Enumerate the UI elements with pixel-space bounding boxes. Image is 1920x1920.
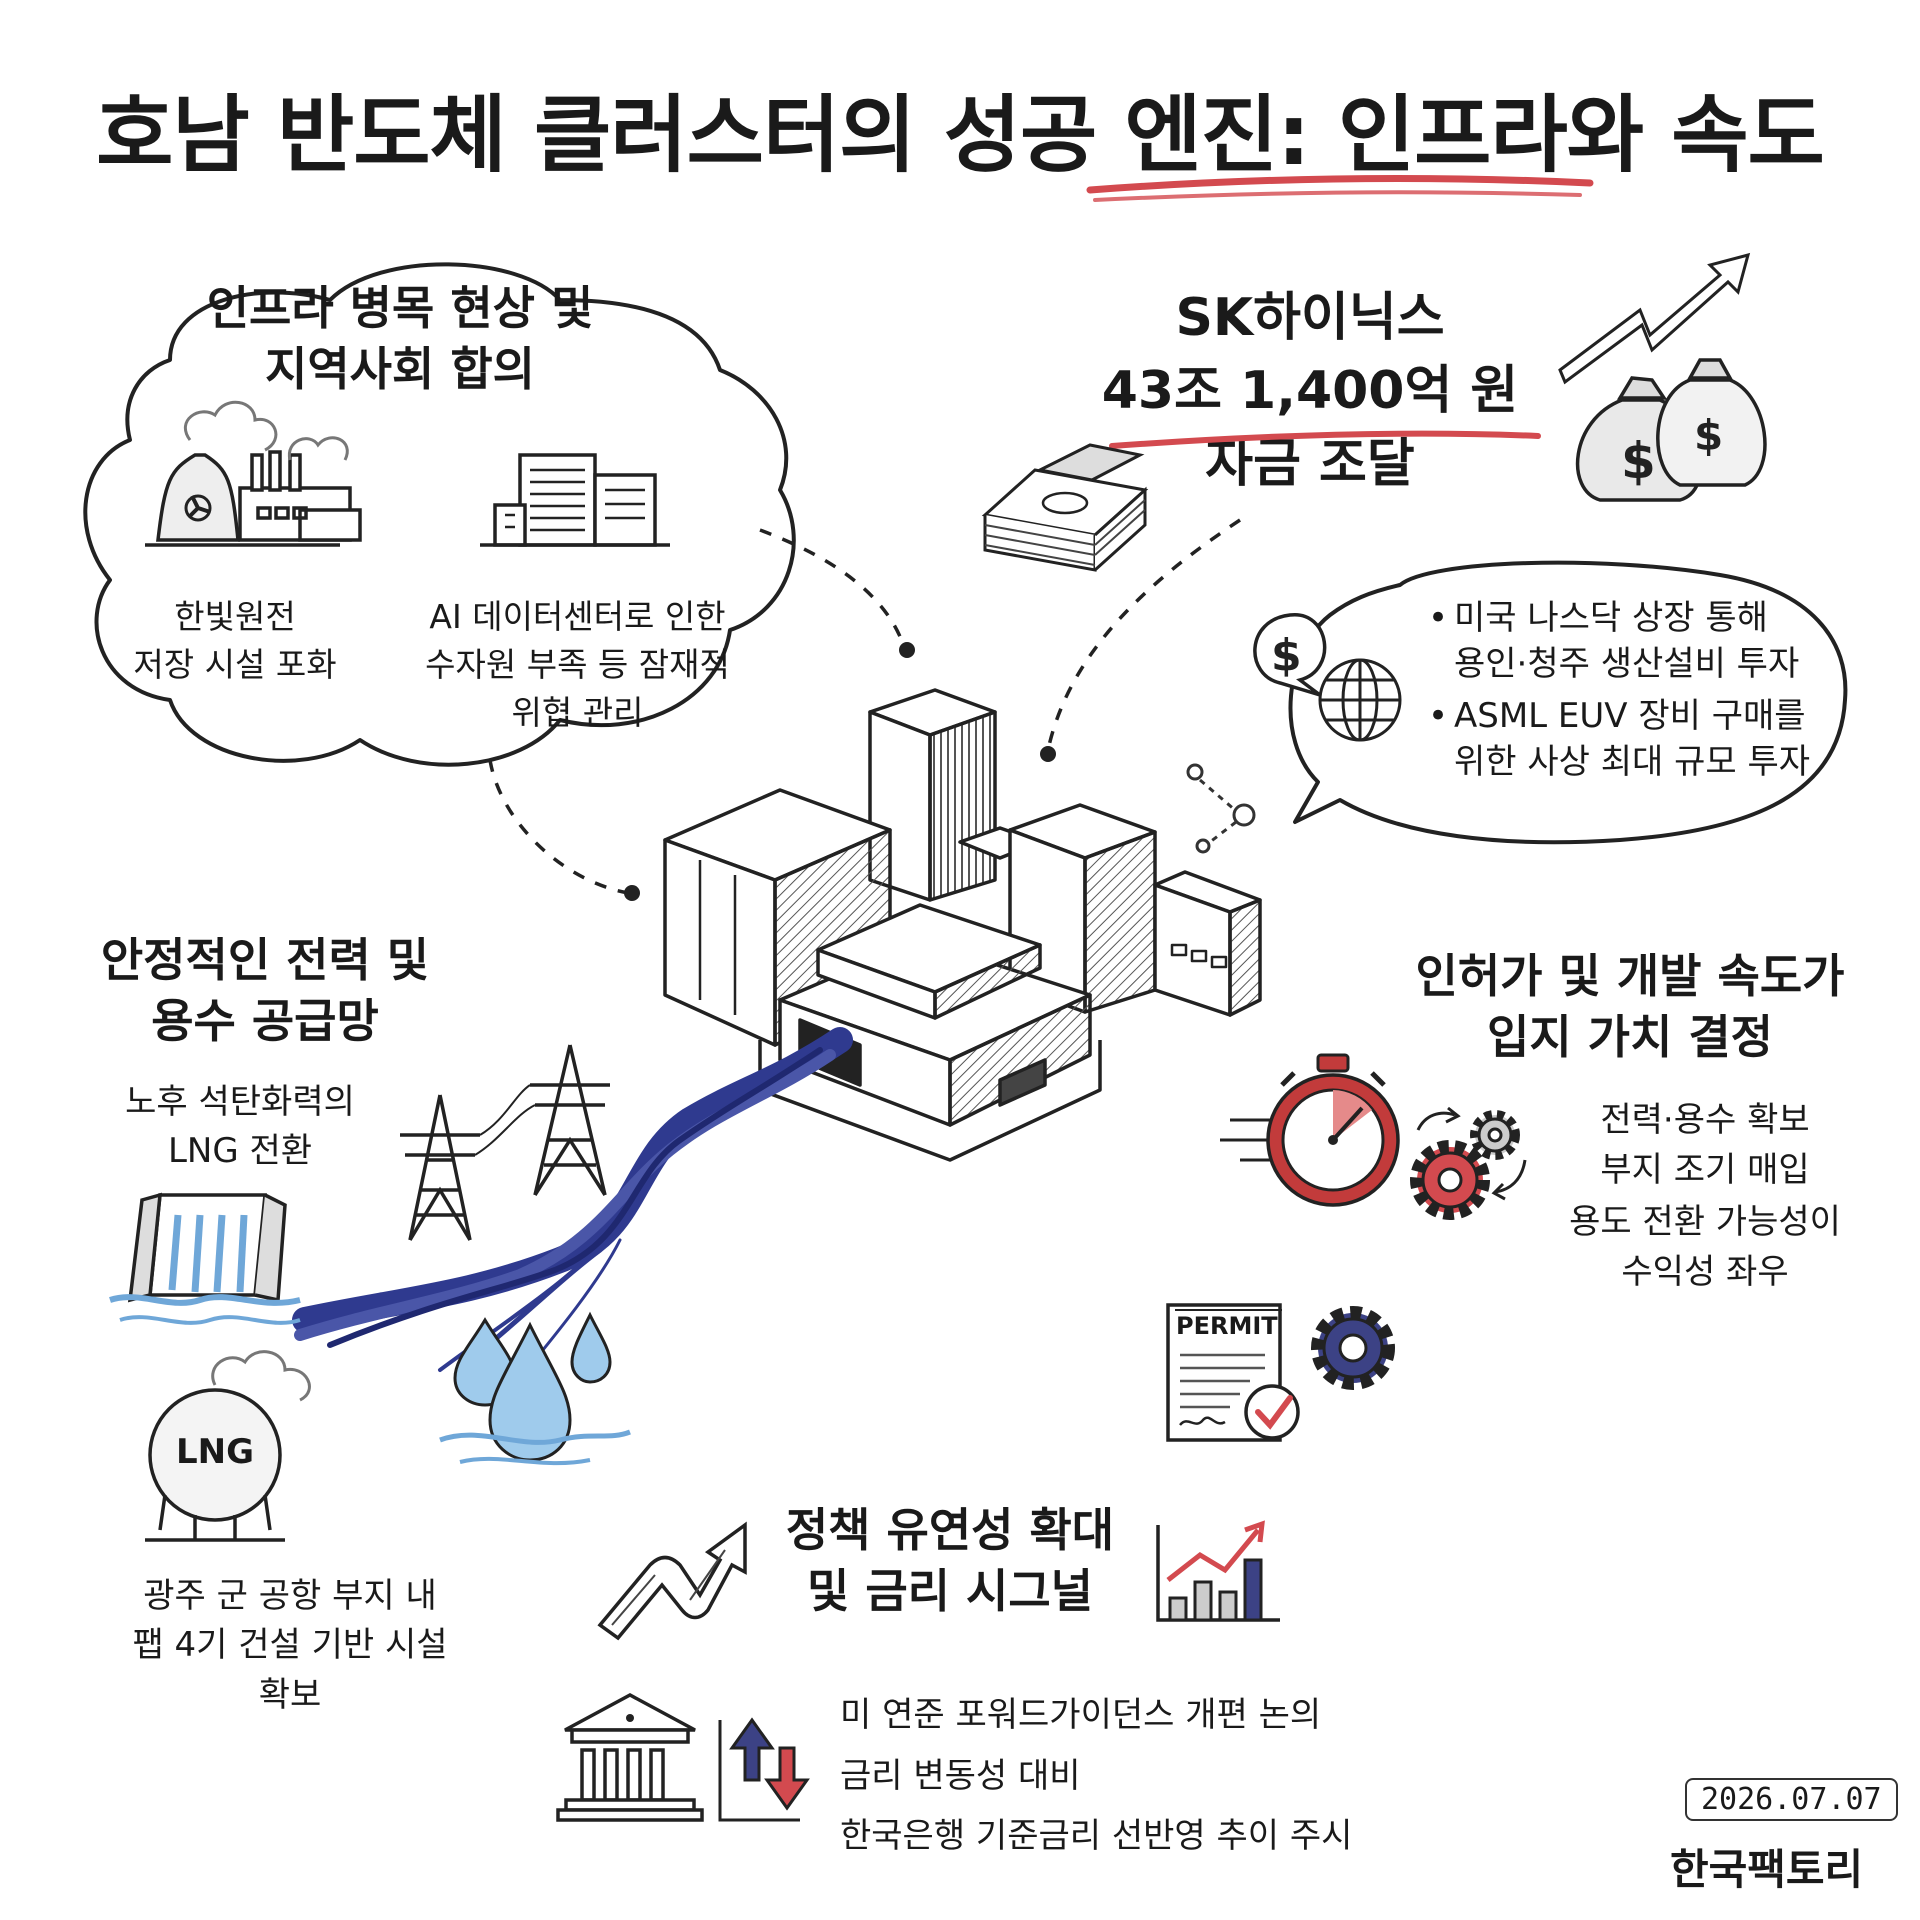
speed-heading: 인허가 및 개발 속도가 입지 가치 결정 — [1390, 946, 1870, 1067]
power-sub-line: 노후 석탄화력의 — [125, 1082, 355, 1122]
sk-heading: SK하이닉스 43조 1,400억 원 자금 조달 — [1070, 282, 1550, 500]
policy-body: 미 연준 포워드가이던스 개편 논의 금리 변동성 대비 한국은행 기준금리 선… — [840, 1685, 1352, 1867]
power-bottom: 광주 군 공항 부지 내 팹 4기 건설 기반 시설 확보 — [110, 1572, 470, 1720]
infra-heading: 인프라 병목 현상 및 지역사회 합의 — [150, 278, 650, 399]
policy-heading: 정책 유연성 확대 및 금리 시그널 — [760, 1500, 1140, 1621]
infra-item-line: AI 데이터센터로 인한 — [429, 597, 726, 636]
power-bottom-line: 확보 — [258, 1674, 322, 1715]
power-heading-line: 안정적인 전력 및 — [100, 933, 430, 987]
infra-item-line: 한빛원전 — [174, 597, 296, 636]
policy-body-line: 금리 변동성 대비 — [840, 1755, 1081, 1796]
speed-body: 전력·용수 확보 부지 조기 매입 — [1555, 1095, 1855, 1196]
speed-body-line: 전력·용수 확보 — [1600, 1100, 1810, 1140]
bullet-line: 위한 사상 최대 규모 투자 — [1454, 741, 1811, 782]
infra-heading-line: 지역사회 합의 — [265, 341, 535, 396]
infra-heading-line: 인프라 병목 현상 및 — [206, 281, 594, 335]
sk-amount: 43조 1,400억 원 — [1101, 360, 1519, 421]
policy-body-line: 한국은행 기준금리 선반영 추이 주시 — [840, 1816, 1353, 1857]
date-badge: 2026.07.07 — [1685, 1778, 1898, 1821]
speed-heading-line: 입지 가치 결정 — [1487, 1009, 1773, 1064]
infra-item-line: 수자원 부족 등 잠재적 — [425, 644, 730, 684]
svg-text:$: $ — [1621, 432, 1656, 490]
power-heading: 안정적인 전력 및 용수 공급망 — [75, 930, 455, 1051]
power-bottom-line: 팹 4기 건설 기반 시설 — [132, 1625, 448, 1666]
policy-heading-line: 및 금리 시그널 — [807, 1563, 1093, 1618]
policy-body-line: 미 연준 포워드가이던스 개편 논의 — [840, 1695, 1322, 1735]
infra-item-line: 저장 시설 포화 — [133, 644, 337, 684]
infra-item-line: 위협 관리 — [511, 692, 644, 732]
speed-body-line: 용도 전환 가능성이 — [1569, 1202, 1841, 1242]
brand-label: 한국팩토리 — [1670, 1845, 1864, 1894]
speed-heading-line: 인허가 및 개발 속도가 — [1415, 949, 1845, 1003]
speed-body-2: 용도 전환 가능성이 수익성 좌우 — [1555, 1197, 1855, 1298]
svg-text:$: $ — [1271, 630, 1302, 681]
infra-item-datacenter: AI 데이터센터로 인한 수자원 부족 등 잠재적 위협 관리 — [395, 593, 760, 737]
policy-heading-line: 정책 유연성 확대 — [785, 1503, 1115, 1557]
power-sub-line: LNG 전환 — [167, 1131, 313, 1172]
bullet-line: 미국 나스닥 상장 통해 — [1454, 598, 1768, 638]
bullet-line: 용인·청주 생산설비 투자 — [1454, 643, 1800, 684]
power-heading-line: 용수 공급망 — [151, 993, 379, 1048]
speed-body-line: 수익성 좌우 — [1621, 1252, 1789, 1293]
power-bottom-line: 광주 군 공항 부지 내 — [143, 1576, 437, 1616]
page-title: 호남 반도체 클러스터의 성공 엔진: 인프라와 속도 — [96, 86, 1825, 184]
permit-label: PERMIT — [1176, 1312, 1278, 1340]
sk-funding-label: 자금 조달 — [1205, 433, 1415, 494]
lng-tank-label: LNG — [175, 1432, 255, 1472]
sk-company: SK하이닉스 — [1175, 288, 1445, 348]
infra-item-nuclear: 한빛원전 저장 시설 포화 — [110, 593, 360, 689]
power-sub: 노후 석탄화력의 LNG 전환 — [100, 1078, 380, 1177]
svg-text:$: $ — [1694, 411, 1723, 460]
bullet-line: ASML EUV 장비 구매를 — [1454, 695, 1806, 736]
speed-body-line: 부지 조기 매입 — [1600, 1150, 1810, 1191]
